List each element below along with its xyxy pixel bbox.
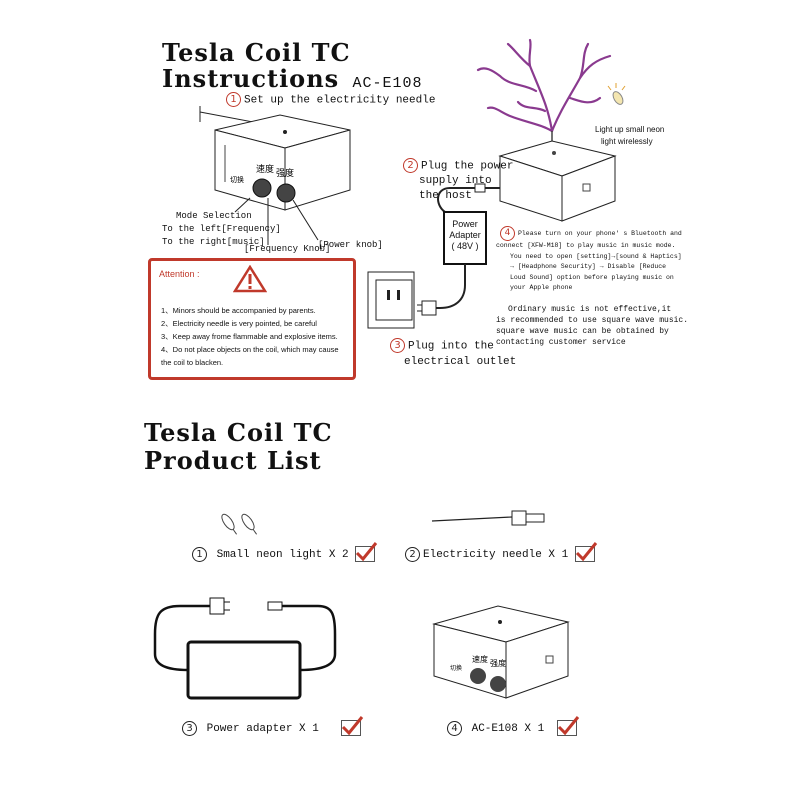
strength-label: 强度 <box>276 167 294 179</box>
step4-line6: your Apple phone <box>510 284 573 291</box>
adapter-line1: Power <box>452 219 478 229</box>
neon-wireless-label: Light up small neon light wirelessly <box>595 124 664 148</box>
note-line3: square wave music can be obtained by <box>496 327 669 336</box>
product-title-line1: Tesla Coil TC <box>144 418 333 447</box>
attention-item: the coil to blacken. <box>161 358 224 367</box>
instructions-title-text: Instructions <box>162 64 340 93</box>
speed-label-2: 速度 <box>472 654 488 664</box>
attention-list: 1、Minors should be accompanied by parent… <box>161 304 339 369</box>
product-4-label: AC-E108 X 1 <box>471 722 545 735</box>
strength-label-2: 强度 <box>490 658 506 668</box>
step4-line4: → [Headphone Security] → Disable [Reduce <box>510 263 667 270</box>
instructions-title-line1: Tesla Coil TC <box>162 38 351 67</box>
step1-text: Set up the electricity needle <box>244 94 436 107</box>
note-line4: contacting customer service <box>496 338 626 347</box>
step4-line5: Loud Sound] option before playing music … <box>510 273 674 281</box>
attention-item: 1、Minors should be accompanied by parent… <box>161 306 316 315</box>
step4-line3: You need to open [setting]→[sound & Hapt… <box>510 252 682 260</box>
product-4-number: 4 <box>447 720 462 736</box>
checkmark-icon <box>556 716 580 736</box>
electricity-needle-icon <box>431 510 545 526</box>
product-item-1: 1 Small neon light X 2 <box>192 542 378 562</box>
plasma-arcs <box>476 38 612 133</box>
step2-line1: Plug the power <box>421 160 514 173</box>
product-1-label: Small neon light X 2 <box>216 548 349 561</box>
mode-line3: To the right[music] <box>162 237 265 247</box>
power-cable-illustration <box>367 183 500 329</box>
product-2-label: Electricity needle X 1 <box>423 548 569 561</box>
mode-line2: To the left[Frequency] <box>162 224 281 234</box>
attention-item: 4、Do not place objects on the coil, whic… <box>161 345 339 354</box>
product-1-number: 1 <box>192 546 207 562</box>
adapter-label: Power Adapter ( 48V ) <box>448 219 482 252</box>
step2-line3: the host <box>419 190 472 203</box>
note-line2: is recommended to use square wave music. <box>496 316 689 325</box>
mode-line1: Mode Selection <box>176 211 252 221</box>
product-item-4: 4 AC-E108 X 1 <box>447 716 580 736</box>
checkmark-icon <box>355 542 378 562</box>
attention-item: 2、Electricity needle is very pointed, be… <box>161 319 317 328</box>
mode-selection-text: Mode Selection <box>176 210 252 223</box>
checkmark-icon <box>341 716 364 736</box>
step3-line1: Plug into the <box>408 340 494 353</box>
attention-box: Attention : 1、Minors should be accompani… <box>148 258 356 380</box>
step2-line2: supply into <box>419 175 492 188</box>
neon-label-line1: Light up small neon <box>595 125 665 134</box>
power-adapter-icon <box>153 597 337 700</box>
note-line1: Ordinary music is not effective,it <box>508 305 672 314</box>
note-block: Ordinary music is not effective,it is re… <box>496 304 688 348</box>
adapter-line2: Adapter <box>449 230 481 240</box>
mode-options: To the left[Frequency] To the right[musi… <box>162 223 281 249</box>
product-3-label: Power adapter X 1 <box>206 722 319 735</box>
product-2-number: 2 <box>405 546 420 562</box>
attention-heading: Attention : <box>159 269 200 279</box>
switch-label-2: 切换 <box>450 664 462 672</box>
step2-number: 2 <box>403 158 418 173</box>
model-number: AC-E108 <box>352 75 423 92</box>
neon-bulb-icon <box>607 83 626 105</box>
checkmark-icon <box>574 542 598 562</box>
adapter-line3: ( 48V ) <box>451 241 479 251</box>
step3-line2: electrical outlet <box>404 356 517 369</box>
attention-item: 3、Keep away frome flammable and explosiv… <box>161 332 338 341</box>
power-knob-label: [Power knob] <box>318 240 383 250</box>
product-item-3: 3 Power adapter X 1 <box>182 716 364 736</box>
step4-line1: Please turn on your phone' s Bluetooth a… <box>518 230 682 238</box>
warning-icon <box>233 265 267 293</box>
instructions-title-line2: Instructions AC-E108 <box>162 64 423 99</box>
step3-number: 3 <box>390 338 405 353</box>
step1-number: 1 <box>226 92 241 107</box>
tesla-coil-illustration <box>476 38 626 222</box>
host-device-illustration: 速度 强度 切换 <box>199 106 351 245</box>
product-title-line2: Product List <box>144 446 322 475</box>
neon-light-icon <box>221 513 258 535</box>
neon-label-line2: light wirelessly <box>601 137 653 146</box>
frequency-knob-label: [Frequency Knob] <box>244 244 331 254</box>
step4-line2: connect [XFW-M18] to play music in music… <box>496 242 676 249</box>
switch-label: 切换 <box>230 175 244 184</box>
speed-label: 速度 <box>256 163 274 175</box>
step4-number: 4 <box>500 226 515 241</box>
product-3-number: 3 <box>182 720 197 736</box>
ac-e108-device-icon: 速度 强度 切换 <box>432 605 570 699</box>
